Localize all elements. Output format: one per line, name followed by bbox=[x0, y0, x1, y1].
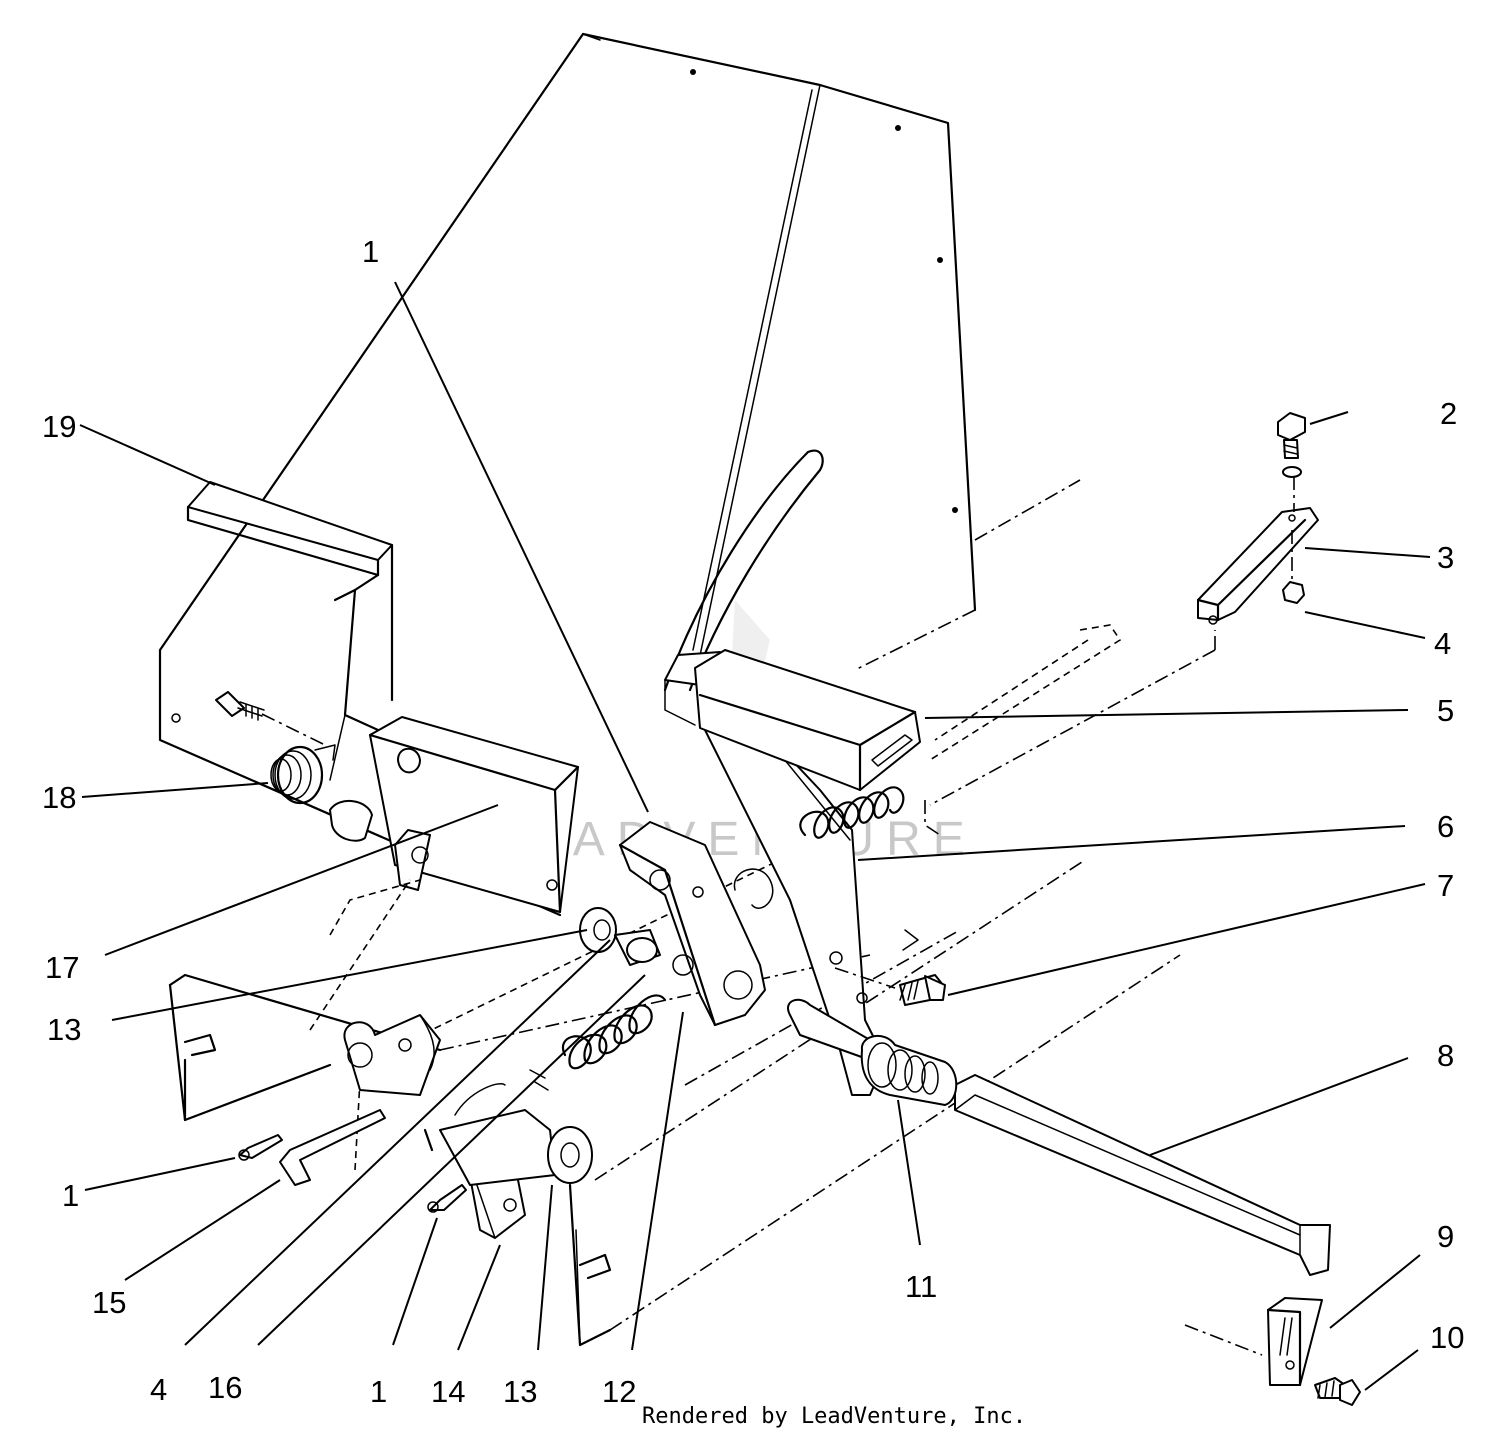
cotter-pin-lower bbox=[427, 1184, 467, 1213]
torsion-spring bbox=[270, 744, 373, 842]
clip bbox=[1184, 1297, 1323, 1387]
plate-screw bbox=[215, 691, 326, 746]
render-credit: Rendered by LeadVenture, Inc. bbox=[642, 1404, 1026, 1429]
callout-3: 3 bbox=[1437, 540, 1454, 575]
washer-bracket bbox=[439, 1083, 593, 1186]
clip-bolt bbox=[1314, 1377, 1361, 1406]
cotter-pin-left bbox=[238, 1134, 283, 1161]
callout-6: 6 bbox=[1437, 809, 1454, 844]
callout-1-top: 1 bbox=[362, 234, 379, 269]
hex-nut bbox=[1282, 581, 1305, 604]
l-pin bbox=[279, 1109, 386, 1186]
washer-bushing bbox=[579, 907, 661, 966]
callout-1-left: 1 bbox=[62, 1178, 79, 1213]
callout-4-right: 4 bbox=[1434, 626, 1451, 661]
callout-8: 8 bbox=[1437, 1038, 1454, 1073]
callout-13-bottom: 13 bbox=[503, 1374, 537, 1409]
pedal-pad bbox=[664, 649, 921, 792]
callout-16: 16 bbox=[208, 1370, 242, 1405]
callout-14: 14 bbox=[431, 1374, 465, 1409]
callout-19: 19 bbox=[42, 409, 76, 444]
bushing-spring bbox=[787, 998, 958, 1106]
leader-lines bbox=[79, 281, 1431, 1391]
pivot-link bbox=[618, 821, 766, 1027]
callouts: 1 2 3 4 5 6 7 8 9 10 11 12 13 14 1 16 4 … bbox=[42, 234, 1464, 1409]
handle-slot bbox=[663, 449, 824, 692]
callout-17: 17 bbox=[45, 950, 79, 985]
hex-bolt bbox=[1277, 412, 1306, 478]
callout-12: 12 bbox=[602, 1374, 636, 1409]
callout-1-bottom: 1 bbox=[370, 1374, 387, 1409]
callout-2: 2 bbox=[1440, 396, 1457, 431]
callout-9: 9 bbox=[1437, 1219, 1454, 1254]
callout-18: 18 bbox=[42, 780, 76, 815]
compression-spring bbox=[561, 994, 667, 1070]
callout-13-left: 13 bbox=[47, 1012, 81, 1047]
return-spring bbox=[733, 786, 905, 909]
bolt bbox=[834, 967, 946, 1006]
callout-7: 7 bbox=[1437, 868, 1454, 903]
callout-11: 11 bbox=[905, 1269, 937, 1304]
callout-10: 10 bbox=[1430, 1320, 1464, 1355]
upper-panel bbox=[158, 32, 1081, 917]
mounting-strap bbox=[1196, 507, 1319, 625]
callout-15: 15 bbox=[92, 1285, 126, 1320]
callout-4-bottom: 4 bbox=[150, 1372, 167, 1407]
dashed-rods bbox=[309, 624, 1216, 1171]
strap-center-line bbox=[1214, 476, 1295, 650]
pivot-bracket bbox=[343, 1014, 441, 1096]
shaft bbox=[954, 1074, 1331, 1276]
callout-5: 5 bbox=[1437, 693, 1454, 728]
mounting-plate bbox=[186, 481, 402, 781]
small-pins bbox=[423, 1069, 549, 1152]
